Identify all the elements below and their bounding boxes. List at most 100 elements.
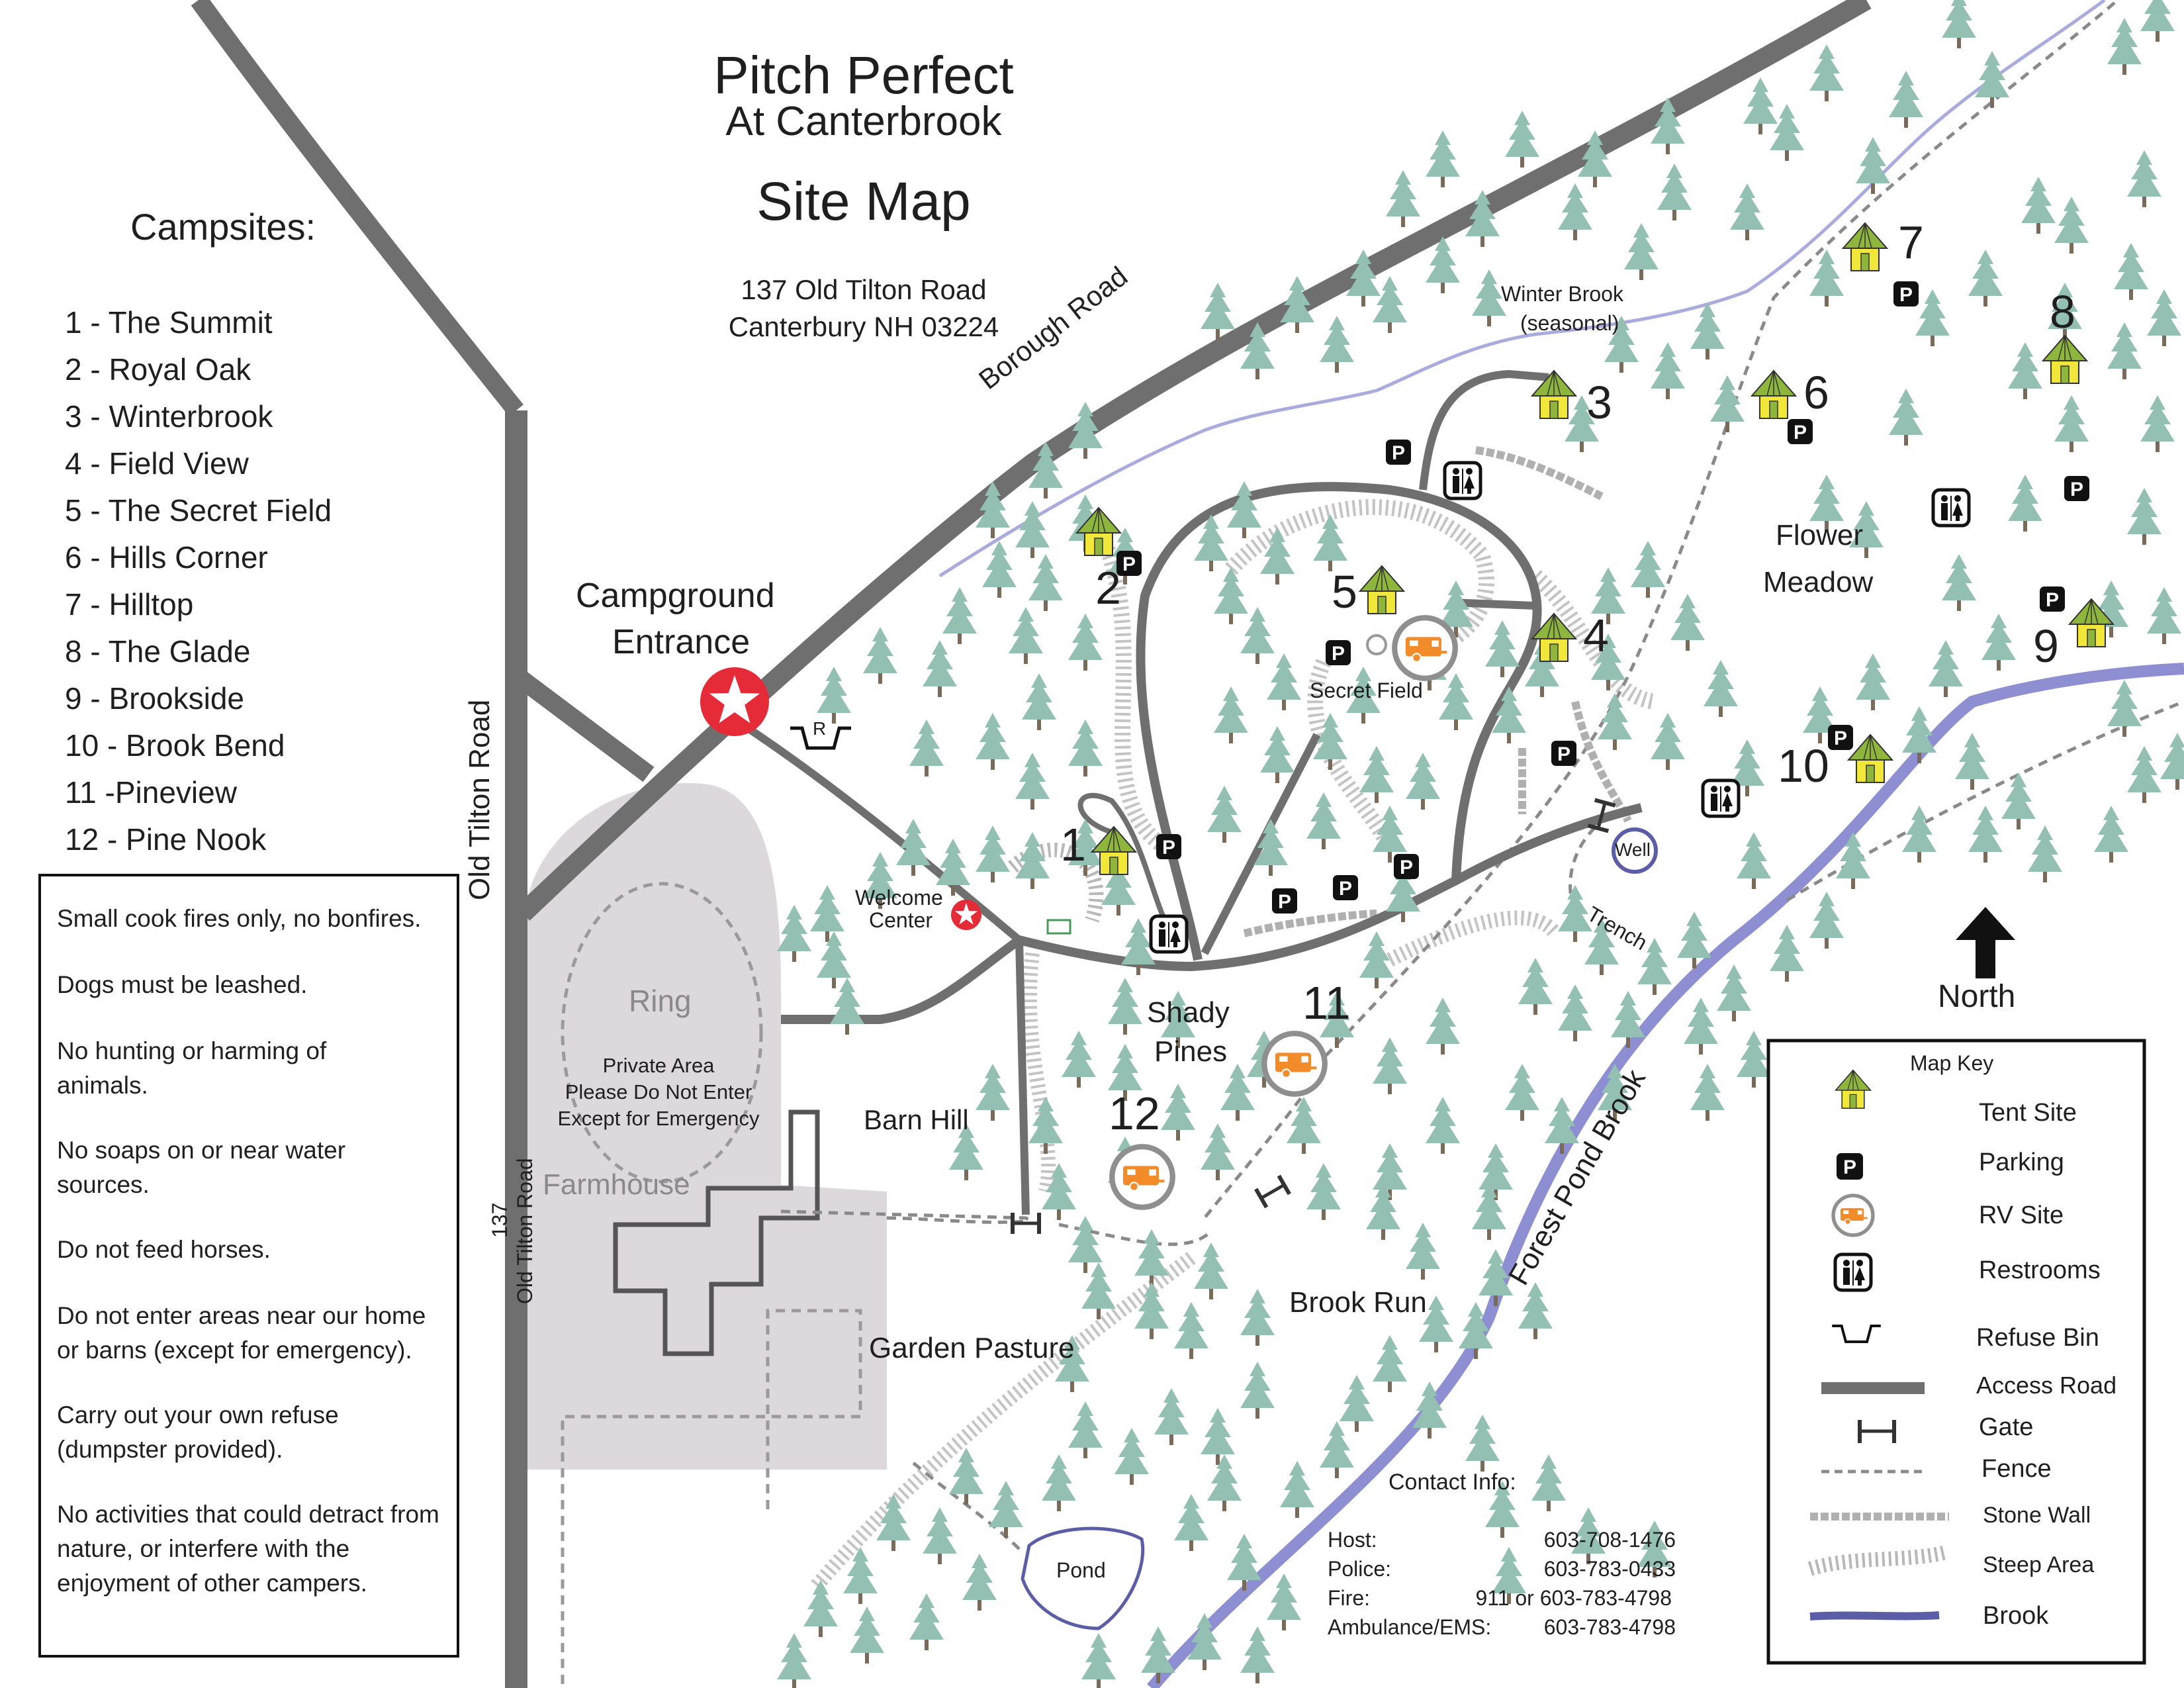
campsite-item[interactable]: 9 - Brookside: [65, 681, 245, 716]
campsite-item[interactable]: 5 - The Secret Field: [65, 493, 332, 528]
tree-icon: [1201, 1123, 1235, 1180]
tree-icon: [1068, 614, 1103, 671]
tree-icon: [1737, 832, 1771, 889]
site-number-3[interactable]: 3: [1586, 377, 1612, 428]
tree-icon: [1624, 223, 1659, 280]
tent-icon[interactable]: [1843, 222, 1888, 271]
entrance-label: Entrance: [612, 623, 751, 661]
site-number-2[interactable]: 2: [1095, 562, 1121, 614]
restroom-icon[interactable]: [1703, 780, 1739, 816]
site-number-1[interactable]: 1: [1060, 819, 1086, 870]
private-area-label: Private Area: [602, 1054, 715, 1077]
svg-text:P: P: [2070, 479, 2083, 500]
title: Pitch Perfect: [713, 46, 1014, 105]
tree-icon: [1042, 1454, 1076, 1511]
campsite-item[interactable]: 11 -Pineview: [65, 775, 237, 810]
tree-icon: [2127, 150, 2161, 207]
site-number-12[interactable]: 12: [1109, 1088, 1160, 1139]
tree-icon: [1598, 693, 1632, 750]
farmhouse-outline: [613, 1109, 820, 1356]
site-number-5[interactable]: 5: [1332, 566, 1357, 618]
tree-icon: [1154, 1388, 1189, 1445]
site-number-9[interactable]: 9: [2033, 620, 2059, 672]
tree-icon: [1015, 832, 1050, 889]
parking-icon[interactable]: P: [1386, 440, 1411, 465]
svg-text:P: P: [1122, 553, 1136, 575]
rule-item: Carry out your own refuse (dumpster prov…: [57, 1401, 339, 1463]
tent-icon[interactable]: [2042, 335, 2087, 384]
tree-icon: [1115, 1428, 1149, 1485]
tent-icon[interactable]: [1751, 370, 1796, 419]
parking-icon[interactable]: P: [1551, 741, 1576, 766]
site-number-7[interactable]: 7: [1898, 216, 1924, 268]
contact-heading: Contact Info:: [1388, 1470, 1516, 1495]
tree-icon: [1492, 686, 1526, 743]
tree-icon: [989, 1481, 1023, 1538]
svg-text:P: P: [1278, 891, 1291, 913]
restroom-icon[interactable]: [1151, 916, 1187, 952]
svg-text:P: P: [1794, 422, 1807, 444]
parking-icon[interactable]: P: [1326, 640, 1351, 665]
parking-icon[interactable]: P: [2064, 476, 2089, 501]
tree-icon: [1081, 1633, 1116, 1688]
tree-icon: [1690, 303, 1725, 359]
tent-icon[interactable]: [1359, 565, 1404, 614]
campsite-item[interactable]: 4 - Field View: [65, 446, 249, 481]
rule-item: No activities that could detract from na…: [57, 1501, 439, 1597]
site-number-10[interactable]: 10: [1778, 740, 1829, 792]
parking-icon[interactable]: P: [2040, 586, 2065, 612]
parking-icon[interactable]: P: [1116, 551, 1142, 576]
barn-hill-label: Barn Hill: [864, 1104, 969, 1135]
parking-icon[interactable]: P: [1788, 419, 1813, 444]
tree-icon: [876, 1494, 911, 1551]
rule-item: No soaps on or near water sources.: [57, 1137, 346, 1198]
tree-icon: [2021, 177, 2056, 234]
site-number-4[interactable]: 4: [1583, 610, 1609, 661]
tree-icon: [2001, 773, 2036, 829]
tent-icon[interactable]: [1848, 734, 1893, 783]
tree-icon: [1287, 1097, 1321, 1154]
rv-icon[interactable]: [1112, 1147, 1173, 1207]
campsite-item[interactable]: 1 - The Summit: [65, 305, 273, 340]
campsite-item[interactable]: 12 - Pine Nook: [65, 822, 267, 857]
star-icon[interactable]: [700, 667, 769, 736]
parking-icon[interactable]: P: [1333, 875, 1358, 900]
parking-icon[interactable]: P: [1394, 854, 1419, 879]
tree-icon: [1366, 1183, 1400, 1240]
contact-label: Police:: [1328, 1557, 1392, 1581]
campsite-item[interactable]: 6 - Hills Corner: [65, 540, 268, 575]
pines-label: Pines: [1154, 1035, 1228, 1068]
campsite-item[interactable]: 8 - The Glade: [65, 634, 251, 669]
site-number-8[interactable]: 8: [2050, 286, 2075, 338]
tree-icon: [1194, 1243, 1228, 1299]
tent-icon[interactable]: [1091, 826, 1136, 875]
campsite-item[interactable]: 2 - Royal Oak: [65, 352, 251, 387]
rv-icon[interactable]: [1394, 618, 1455, 679]
tree-icon: [1068, 1401, 1103, 1458]
tree-icon: [1809, 44, 1844, 101]
parking-icon[interactable]: P: [1893, 281, 1919, 306]
parking-icon[interactable]: P: [1272, 888, 1297, 914]
restroom-icon[interactable]: [1445, 463, 1480, 498]
campsite-item[interactable]: 10 - Brook Bend: [65, 728, 285, 763]
site-number-6[interactable]: 6: [1803, 367, 1829, 418]
campsite-item[interactable]: 7 - Hilltop: [65, 587, 194, 622]
contact-value: 603-783-4798: [1543, 1615, 1676, 1639]
tree-icon: [1856, 653, 1890, 710]
parking-icon[interactable]: P: [1156, 834, 1181, 859]
welcome-center-star-icon[interactable]: [951, 900, 981, 930]
parking-icon[interactable]: P: [1828, 725, 1853, 750]
tree-icon: [1267, 653, 1301, 710]
tree-icon: [1743, 77, 1778, 134]
site-number-11[interactable]: 11: [1302, 977, 1351, 1029]
tree-icon: [1545, 1097, 1579, 1154]
rule-item: Do not enter areas near our home or barn…: [57, 1302, 426, 1364]
key-access-road-label: Access Road: [1976, 1372, 2117, 1399]
tree-icon: [1472, 1183, 1506, 1240]
campsite-item[interactable]: 3 - Winterbrook: [65, 399, 273, 434]
rv-icon[interactable]: [1264, 1033, 1325, 1094]
map-key-title: Map Key: [1910, 1051, 1994, 1075]
restroom-icon[interactable]: [1933, 490, 1969, 526]
tree-icon: [2107, 680, 2142, 737]
